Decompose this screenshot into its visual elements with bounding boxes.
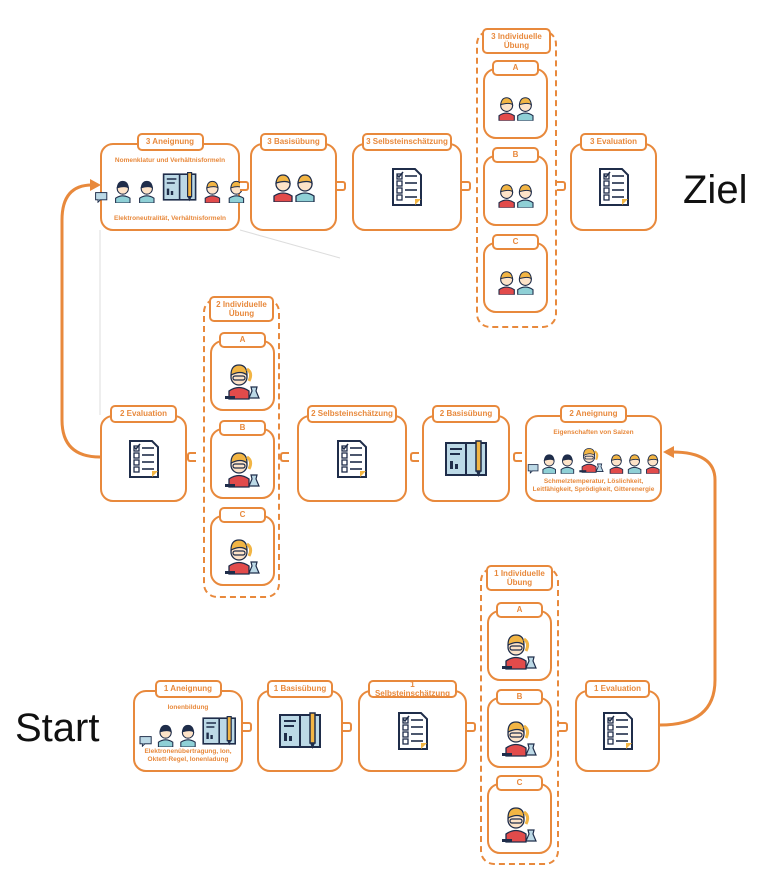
node-b2[interactable] <box>422 415 510 502</box>
connector <box>280 452 289 462</box>
node-b1[interactable] <box>257 690 343 772</box>
exercise-b[interactable] <box>483 155 548 226</box>
connector <box>513 452 522 462</box>
node-e3[interactable] <box>570 143 657 231</box>
exercise-a[interactable] <box>487 610 552 681</box>
checklist-icon <box>299 417 405 500</box>
scientist-icon <box>489 620 550 679</box>
exercise-label: B <box>496 689 543 705</box>
connector <box>240 181 249 191</box>
node-topic: Nomenklatur und Verhältnisformeln <box>114 157 226 164</box>
node-keywords: Schmelztemperatur, Löslichkeit, Leitfähi… <box>532 477 655 493</box>
node-e2[interactable] <box>100 415 187 502</box>
exercise-c[interactable] <box>210 515 275 586</box>
exercise-b[interactable] <box>210 428 275 499</box>
exercise-label: C <box>492 234 539 250</box>
node-title: 3 Selbsteinschätzung <box>362 133 452 151</box>
node-s1[interactable] <box>358 690 467 772</box>
node-e1[interactable] <box>575 690 660 772</box>
students-icon <box>485 78 546 137</box>
connector <box>243 722 252 732</box>
start-label: Start <box>15 706 100 750</box>
checklist-icon <box>577 692 658 770</box>
connector <box>343 722 352 732</box>
connector <box>337 181 346 191</box>
students-icon <box>485 252 546 311</box>
group-title: 2 Individuelle Übung <box>209 296 274 322</box>
node-title: 3 Basisübung <box>260 133 327 151</box>
students-icon <box>252 145 335 229</box>
checklist-icon <box>572 145 655 229</box>
teacher-scientist-students-icon <box>527 439 660 478</box>
node-title: 2 Aneignung <box>560 405 627 423</box>
arrow-e1-to-a2 <box>659 450 717 727</box>
connector <box>462 181 471 191</box>
node-title: 1 Selbsteinschätzung <box>368 680 457 698</box>
checklist-icon <box>354 145 460 229</box>
node-title: 1 Aneignung <box>154 680 222 698</box>
node-b3[interactable] <box>250 143 337 231</box>
exercise-b[interactable] <box>487 697 552 768</box>
node-title: 1 Evaluation <box>585 680 650 698</box>
scientist-icon <box>212 350 273 409</box>
group-title: 1 Individuelle Übung <box>486 565 553 591</box>
node-title: 3 Aneignung <box>136 133 204 151</box>
node-s3[interactable] <box>352 143 462 231</box>
scientist-icon <box>489 707 550 766</box>
arrowhead-a2 <box>663 446 674 458</box>
teacher-book-students-icon <box>95 167 245 207</box>
arrow-e2-to-a3 <box>60 183 101 459</box>
teacher-book-icon <box>135 714 241 748</box>
node-title: 3 Evaluation <box>580 133 647 151</box>
node-title: 2 Evaluation <box>110 405 177 423</box>
exercise-label: A <box>219 332 266 348</box>
exercise-label: B <box>219 420 266 436</box>
node-keywords: Elektroneutralität, Verhältnisformeln <box>114 214 226 222</box>
exercise-c[interactable] <box>487 783 552 854</box>
group-title: 3 Individuelle Übung <box>482 28 551 54</box>
connector <box>557 181 566 191</box>
exercise-c[interactable] <box>483 242 548 313</box>
exercise-label: A <box>492 60 539 76</box>
node-title: 1 Basisübung <box>267 680 333 698</box>
connector <box>467 722 476 732</box>
node-topic: Eigenschaften von Salzen <box>553 429 634 436</box>
exercise-label: C <box>496 775 543 791</box>
goal-label: Ziel <box>683 168 748 212</box>
exercise-a[interactable] <box>483 68 548 139</box>
node-s2[interactable] <box>297 415 407 502</box>
node-title: 2 Basisübung <box>432 405 500 423</box>
scientist-icon <box>489 793 550 852</box>
book-icon <box>259 692 341 770</box>
arrowhead-a3 <box>90 179 101 191</box>
exercise-a[interactable] <box>210 340 275 411</box>
connector <box>559 722 568 732</box>
checklist-icon <box>360 692 465 770</box>
exercise-label: B <box>492 147 539 163</box>
checklist-icon <box>102 417 185 500</box>
exercise-label: A <box>496 602 543 618</box>
node-topic: Ionenbildung <box>167 704 209 711</box>
connector <box>187 452 196 462</box>
connector <box>410 452 419 462</box>
scientist-icon <box>212 438 273 497</box>
book-icon <box>424 417 508 500</box>
exercise-label: C <box>219 507 266 523</box>
students-icon <box>485 165 546 224</box>
node-keywords: Elektronenübertragung, Ion, Oktett-Regel… <box>144 747 232 763</box>
scientist-icon <box>212 525 273 584</box>
node-title: 2 Selbsteinschätzung <box>307 405 397 423</box>
